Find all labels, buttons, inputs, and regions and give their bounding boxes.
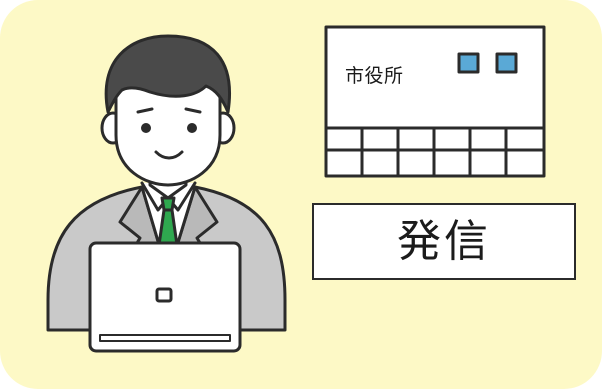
city-hall-building-icon — [324, 25, 546, 178]
status-box: 発信 — [312, 203, 576, 280]
building-label: 市役所 — [345, 65, 404, 87]
status-label: 発信 — [397, 215, 491, 267]
laptop-icon — [88, 241, 242, 353]
